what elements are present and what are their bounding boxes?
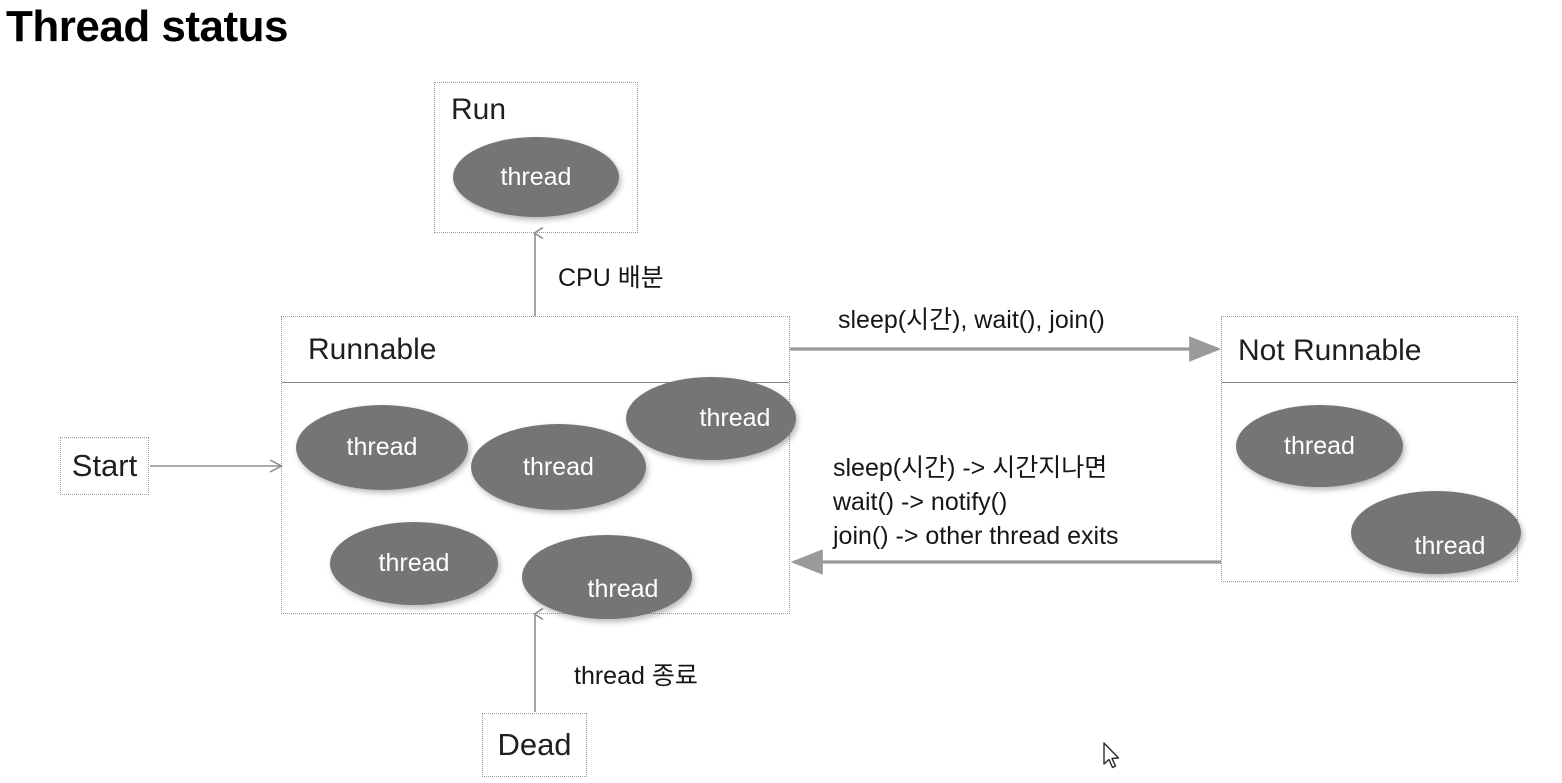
terminal-box-dead[interactable]: Dead xyxy=(482,713,587,777)
edge-label-thread-termination: thread 종료 xyxy=(574,662,698,690)
edge-label-not-runnable-to-runnable: sleep(시간) -> 시간지나면 wait() -> notify() jo… xyxy=(833,452,1119,553)
thread-label: thread xyxy=(1284,431,1355,460)
thread-ellipse[interactable]: thread xyxy=(1351,491,1521,574)
thread-ellipse[interactable]: thread xyxy=(626,377,796,460)
edge-label-runnable-to-not-runnable: sleep(시간), wait(), join() xyxy=(838,306,1105,334)
edge-label-line-1: sleep(시간) -> 시간지나면 xyxy=(833,454,1108,482)
thread-ellipse[interactable]: thread xyxy=(1236,405,1403,487)
state-box-not-runnable[interactable]: Not Runnable thread thread xyxy=(1221,316,1521,582)
thread-label: thread xyxy=(378,549,450,577)
page-title: Thread status xyxy=(6,2,289,51)
state-box-run[interactable]: Run thread xyxy=(434,82,638,233)
thread-ellipse[interactable]: thread xyxy=(453,137,619,217)
terminal-label-start: Start xyxy=(71,448,138,483)
state-label-not-runnable: Not Runnable xyxy=(1238,334,1422,367)
state-header-not-runnable xyxy=(1222,317,1517,383)
terminal-box-start[interactable]: Start xyxy=(60,437,149,495)
thread-label: thread xyxy=(500,162,572,191)
thread-label: thread xyxy=(346,433,418,461)
edge-label-line-2: wait() -> notify() xyxy=(833,487,1008,516)
terminal-label-dead: Dead xyxy=(497,727,572,762)
mouse-pointer-icon xyxy=(1103,742,1120,769)
thread-label: thread xyxy=(523,452,594,481)
edge-label-line-3: join() -> other thread exits xyxy=(833,521,1119,550)
thread-label: thread xyxy=(587,574,659,603)
thread-ellipse[interactable]: thread xyxy=(522,535,692,619)
thread-ellipse[interactable]: thread xyxy=(330,522,498,605)
thread-ellipse[interactable]: thread xyxy=(296,405,468,490)
thread-label: thread xyxy=(699,404,771,432)
state-header-runnable xyxy=(282,317,789,383)
thread-ellipse[interactable]: thread xyxy=(471,424,646,510)
thread-label: thread xyxy=(1414,532,1486,560)
edge-label-cpu-allocation: CPU 배분 xyxy=(558,264,664,292)
state-label-runnable: Runnable xyxy=(308,333,437,366)
state-box-runnable[interactable]: Runnable thread thread thread thread thr… xyxy=(281,316,796,619)
state-label-run: Run xyxy=(451,93,507,126)
